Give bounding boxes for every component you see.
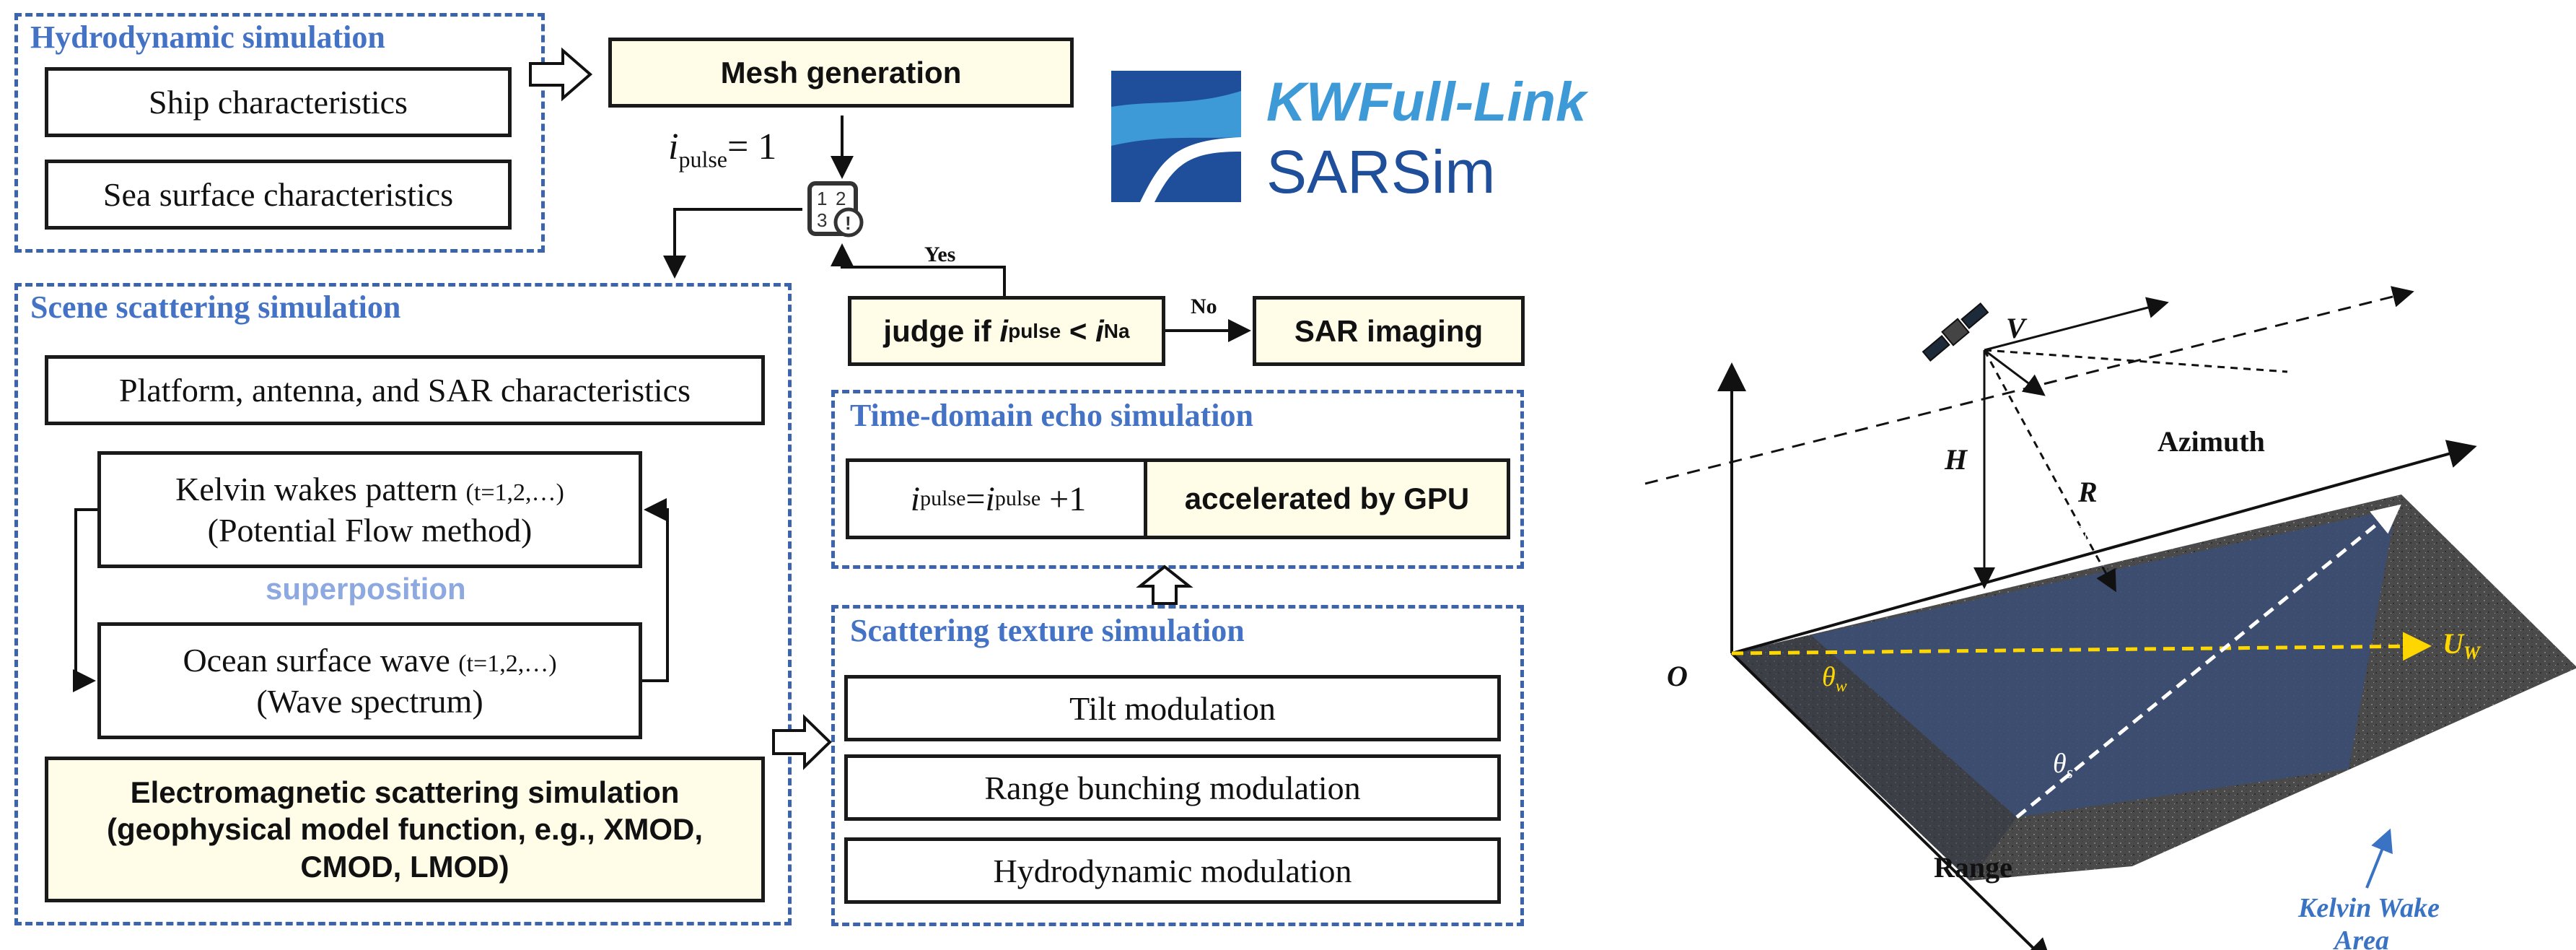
yes-label: Yes [924,243,956,266]
time-domain-echo-title: Time-domain echo simulation [850,398,1254,433]
svg-text:2: 2 [836,188,846,209]
azimuth-axis [1731,440,2477,655]
label-theta-i: θi [2072,513,2087,542]
satellite-icon [1922,302,1989,362]
mesh-generation-box: Mesh generation [608,38,1074,108]
label-theta-w: θw [1822,662,1847,696]
label-azimuth: Azimuth [2157,425,2265,458]
svg-text:!: ! [845,212,851,234]
kwfull-link-logo [1111,71,1241,202]
arrow-counter-to-scene [663,208,802,279]
label-kelvin-wake-area-1: Kelvin Wake [2297,893,2440,923]
time-domain-echo-section [831,390,1524,569]
loop-ocean-to-kelvin [642,498,669,682]
label-theta-s: θs [2053,749,2073,783]
hydrodynamic-title: Hydrodynamic simulation [30,19,385,55]
label-O: O [1667,660,1688,692]
flight-path [1644,286,2414,485]
scattering-texture-section [831,605,1524,926]
svg-text:3: 3 [817,209,827,231]
label-H: H [1944,443,1968,476]
hollow-arrow-texture-to-echo [1136,565,1193,605]
gpu-acceleration-box: accelerated by GPU [1144,458,1510,539]
loop-kelvin-to-ocean [73,508,97,692]
hollow-arrow-scene-to-texture [772,714,832,770]
scene-scattering-section [14,283,792,925]
logo-text-sarsim: SARSim [1266,138,1496,206]
ship-velocity-arrow [2015,504,2401,819]
slant-range-line [1983,349,2116,593]
hydrodynamic-modulation-box: Hydrodynamic modulation [844,837,1501,904]
kelvin-wakes-pattern-box: Kelvin wakes pattern (t=1,2,…) (Potentia… [97,451,642,568]
superposition-label: superposition [266,572,466,606]
hydrodynamic-section [14,13,545,253]
label-Uw: UW [2443,627,2481,663]
label-V: V [2006,312,2028,344]
range-axis [1730,652,2054,950]
label-Us: Us [2443,505,2471,541]
wind-velocity-arrow [1731,632,2432,661]
sar-imaging-box: SAR imaging [1253,296,1525,366]
no-label: No [1191,295,1217,318]
label-R: R [2077,476,2098,508]
ship-characteristics-box: Ship characteristics [45,67,512,137]
ipulse-init-label: ipulse= 1 [668,126,777,173]
svg-text:1: 1 [817,188,827,209]
range-bunching-modulation-box: Range bunching modulation [844,754,1501,821]
tilt-modulation-box: Tilt modulation [844,675,1501,741]
hollow-arrow-hydro-to-mesh [529,47,593,102]
kelvin-wake-area [1811,509,2396,817]
scene-scattering-title: Scene scattering simulation [30,289,401,325]
counter-icon: 1 2 3 ! [807,180,864,241]
sea-surface-characteristics-box: Sea surface characteristics [45,160,512,230]
sar-geometry-diagram: V H R Azimuth Range O Us UW θw θs θi Kel… [1644,286,2576,950]
scattering-texture-title: Scattering texture simulation [850,613,1245,648]
electromagnetic-scattering-box: Electromagnetic scattering simulation (g… [45,757,765,902]
flowchart-connectors [73,47,1251,770]
logo-text-kwfull-link: KWFull-Link [1266,71,1587,133]
platform-antenna-sar-box: Platform, antenna, and SAR characteristi… [45,355,765,425]
ocean-surface-wave-box: Ocean surface wave (t=1,2,…) (Wave spect… [97,622,642,739]
arrow-judge-yes-to-counter [831,243,1006,296]
label-range: Range [1934,851,2012,884]
label-kelvin-wake-area-2: Area [2333,925,2389,950]
